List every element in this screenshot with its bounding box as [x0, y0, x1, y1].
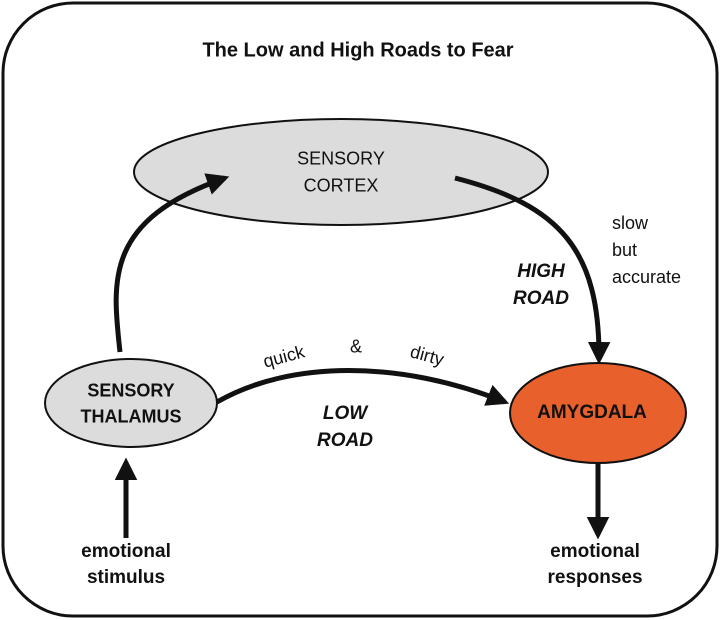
high-road-note-line1: slow [612, 213, 649, 233]
low-road-arrow [215, 368, 510, 406]
low-road-word-ampersand: & [349, 336, 363, 357]
responses-label-line1: emotional [550, 541, 640, 562]
high-road-note-line3: accurate [612, 267, 682, 287]
amygdala-label: AMYGDALA [537, 402, 647, 423]
thalamus-label-line1: SENSORY [87, 380, 175, 401]
high-road-arrow [454, 175, 611, 365]
thalamus-label-line2: THALAMUS [80, 406, 182, 427]
diagram-title: The Low and High Roads to Fear [202, 39, 514, 62]
stimulus-label-line1: emotional [81, 541, 171, 562]
responses-label-line2: responses [547, 567, 643, 588]
cortex-label-line1: SENSORY [297, 148, 385, 169]
sensory-thalamus-node [44, 358, 218, 448]
thalamus-to-cortex-arrow [113, 173, 230, 353]
low-road-label-line1: LOW [322, 403, 368, 424]
high-road-label-line2: ROAD [513, 288, 569, 309]
stimulus-label-line2: stimulus [86, 567, 166, 588]
high-road-note-line2: but [612, 240, 638, 260]
low-road-label-line2: ROAD [317, 430, 373, 451]
cortex-label-line2: CORTEX [303, 175, 379, 196]
sensory-cortex-node [133, 118, 549, 226]
high-road-label-line1: HIGH [517, 261, 565, 282]
